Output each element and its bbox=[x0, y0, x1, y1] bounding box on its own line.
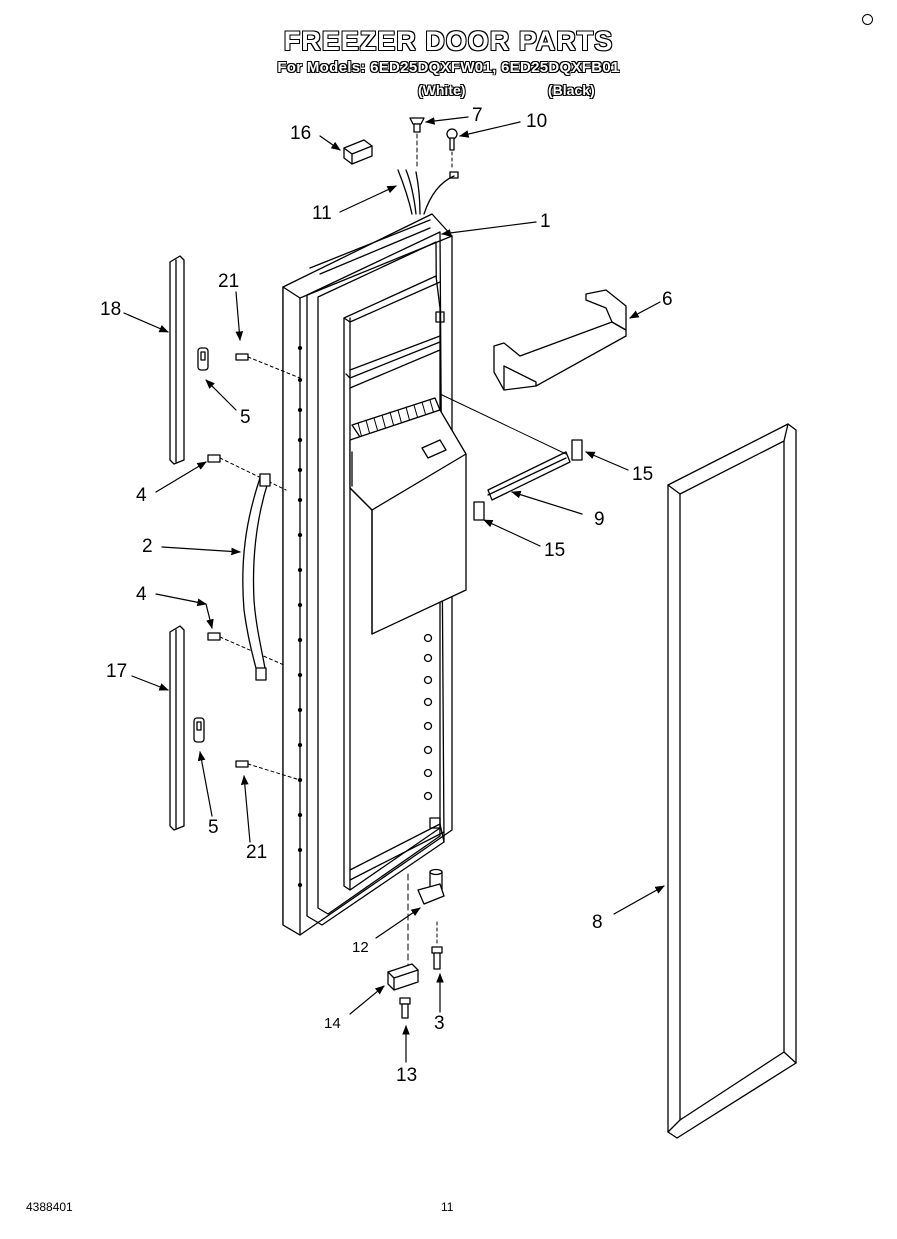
callout-7: 7 bbox=[472, 105, 483, 126]
callout-2: 2 bbox=[142, 536, 153, 557]
callout-10: 10 bbox=[526, 111, 548, 132]
doc-number: 4388401 bbox=[26, 1200, 73, 1214]
hinge-block-14 bbox=[387, 963, 419, 991]
callout-5-lower: 5 bbox=[208, 817, 219, 838]
callout-8: 8 bbox=[592, 912, 603, 933]
callout-13: 13 bbox=[396, 1065, 418, 1086]
callout-15-lower: 15 bbox=[544, 540, 566, 561]
callout-21-upper: 21 bbox=[218, 271, 240, 292]
hinge-screw-13 bbox=[399, 997, 411, 1019]
callout-12: 12 bbox=[352, 939, 369, 956]
corner-mark bbox=[862, 14, 873, 25]
dispenser-trim bbox=[487, 451, 571, 501]
trim-leader-line bbox=[439, 393, 567, 455]
callout-5-upper: 5 bbox=[240, 407, 251, 428]
callout-14: 14 bbox=[324, 1015, 341, 1032]
callout-4-upper: 4 bbox=[136, 485, 147, 506]
callout-18: 18 bbox=[100, 299, 122, 320]
variant-white-label: (White) bbox=[418, 82, 466, 98]
callout-6: 6 bbox=[662, 289, 673, 310]
hinge-screw-3 bbox=[431, 921, 443, 970]
models-line: For Models: 6ED25DQXFW01, 6ED25DQXFB01 bbox=[277, 59, 620, 76]
door-shelf-bin bbox=[493, 289, 627, 391]
trim-end-cap-upper bbox=[571, 439, 583, 461]
trim-end-cap-lower bbox=[473, 501, 485, 521]
trim-strip-upper bbox=[169, 255, 185, 465]
callout-3: 3 bbox=[434, 1013, 445, 1034]
screw-4-upper bbox=[207, 454, 287, 491]
door-handle bbox=[242, 473, 271, 681]
callout-9: 9 bbox=[594, 509, 605, 530]
wire-connector bbox=[343, 139, 373, 165]
callout-15-upper: 15 bbox=[632, 464, 654, 485]
clip-lower bbox=[193, 717, 205, 743]
screw-21-upper bbox=[235, 353, 301, 379]
callout-17: 17 bbox=[106, 661, 128, 682]
hinge-screw-7 bbox=[409, 117, 425, 167]
trim-strip-lower bbox=[169, 625, 185, 831]
variant-black-label: (Black) bbox=[548, 82, 595, 98]
callout-1: 1 bbox=[540, 211, 551, 232]
callout-4-lower: 4 bbox=[136, 584, 147, 605]
wire-harness bbox=[397, 169, 459, 215]
freezer-door-panel bbox=[282, 213, 467, 936]
leader-arrows bbox=[123, 116, 665, 1063]
bottom-hinge-pin bbox=[407, 868, 445, 971]
callout-21-lower: 21 bbox=[246, 842, 268, 863]
callout-11: 11 bbox=[312, 203, 332, 224]
page-title: FREEZER DOOR PARTS bbox=[283, 26, 614, 56]
screw-4-lower bbox=[207, 632, 285, 666]
screw-21-lower bbox=[235, 760, 301, 781]
page-number: 11 bbox=[441, 1200, 454, 1214]
screw-10 bbox=[446, 128, 458, 171]
callout-16: 16 bbox=[290, 123, 312, 144]
clip-upper bbox=[197, 347, 209, 371]
door-gasket bbox=[667, 423, 797, 1139]
